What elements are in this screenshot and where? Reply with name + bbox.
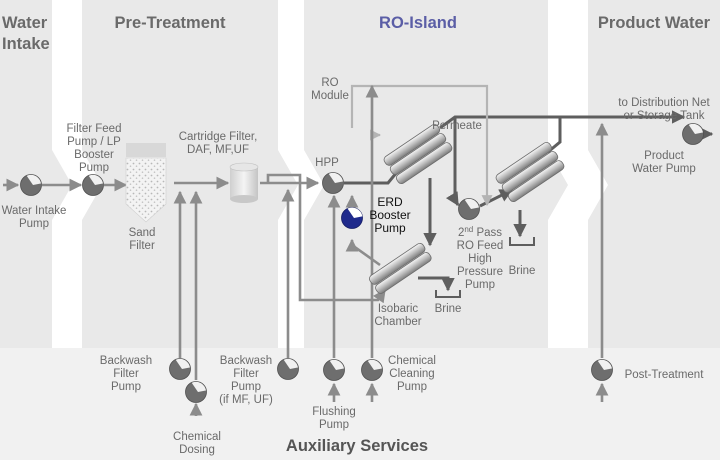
label-sand-filter-1: Sand (129, 227, 156, 239)
label-ro-module-2: Module (311, 90, 349, 102)
label-second-pass-2: RO Feed (457, 240, 504, 252)
label-cleaning-2: Cleaning (389, 368, 434, 380)
label-ro-module-1: RO (321, 77, 338, 89)
heading-water-intake-line1: Water (2, 14, 48, 32)
label-backwash-mf-2: Filter (233, 368, 259, 380)
label-backwash-filter-1: Backwash (100, 355, 152, 367)
heading-pre-treatment: Pre-Treatment (115, 14, 226, 32)
label-chemical-dosing-2: Dosing (179, 444, 215, 456)
heading-water-intake-line2: Intake (2, 35, 50, 53)
label-cleaning-3: Pump (397, 381, 427, 393)
label-product-pump-1: Product (644, 150, 684, 162)
label-second-pass-1: 2nd Pass (458, 225, 502, 239)
heading-product-water: Product Water (598, 14, 711, 32)
label-backwash-mf-4: (if MF, UF) (219, 394, 273, 406)
label-chemical-dosing-1: Chemical (173, 431, 221, 443)
hpp-pump-icon (322, 172, 344, 194)
brine-basin-icon (435, 290, 461, 298)
label-erd-3: Pump (374, 221, 406, 235)
label-distribution-2: or Storage Tank (624, 110, 705, 122)
cartridge-filter-icon (229, 162, 259, 203)
label-water-intake-pump-2: Pump (19, 218, 49, 230)
label-backwash-mf-1: Backwash (220, 355, 272, 367)
label-second-pass-4: Pressure (457, 266, 503, 278)
label-hpp: HPP (315, 157, 339, 169)
labels: Water Intake Pump Filter Feed Pump / LP … (2, 77, 711, 456)
label-filter-feed-4: Pump (79, 162, 109, 174)
label-second-pass-5: Pump (465, 279, 495, 291)
backwash-mf-pump-icon (277, 358, 299, 380)
brine-basin-upper-icon (509, 237, 535, 246)
label-distribution-1: to Distribution Net (618, 97, 710, 109)
label-cartridge-2: DAF, MF,UF (187, 144, 249, 156)
second-pass-pump-icon (458, 198, 480, 220)
label-brine-lower: Brine (435, 303, 462, 315)
filter-feed-pump-icon (82, 174, 104, 196)
label-backwash-filter-3: Pump (111, 381, 141, 393)
label-backwash-filter-2: Filter (113, 368, 139, 380)
label-backwash-mf-3: Pump (231, 381, 261, 393)
auxiliary-pipes (173, 84, 609, 416)
section-bg-pre-treatment (82, 0, 298, 348)
product-water-pump-icon (682, 123, 704, 145)
label-erd-2: Booster (369, 208, 410, 222)
section-bg-water-intake (0, 0, 72, 348)
label-filter-feed-2: Pump / LP (67, 136, 121, 148)
water-intake-pump-icon (20, 174, 42, 196)
section-bg-product-water (588, 0, 720, 348)
heading-ro-island: RO-Island (379, 14, 457, 32)
main-flow-pipes (3, 84, 714, 304)
label-filter-feed-3: Booster (74, 149, 114, 161)
sand-filter-icon (125, 143, 167, 223)
post-treatment-pump-icon (591, 359, 613, 381)
label-post-treatment: Post-Treatment (625, 369, 705, 381)
label-cleaning-1: Chemical (388, 355, 436, 367)
label-isobaric-1: Isobaric (378, 303, 419, 315)
label-water-intake-pump-1: Water Intake (2, 205, 67, 217)
flushing-pump-icon (323, 359, 345, 381)
label-brine-upper: Brine (509, 265, 536, 277)
backwash-filter-pump-icon (169, 358, 191, 380)
label-sand-filter-2: Filter (129, 240, 155, 252)
chemical-cleaning-pump-icon (361, 359, 383, 381)
label-flushing-1: Flushing (312, 406, 355, 418)
label-product-pump-2: Water Pump (632, 163, 695, 175)
label-filter-feed-1: Filter Feed (67, 123, 122, 135)
label-erd-1: ERD (377, 195, 403, 209)
label-cartridge-1: Cartridge Filter, (179, 131, 258, 143)
label-second-pass-3: High (468, 253, 492, 265)
heading-auxiliary-services: Auxiliary Services (286, 437, 428, 455)
label-permeate: Permeate (432, 120, 482, 132)
label-flushing-2: Pump (319, 419, 349, 431)
label-isobaric-2: Chamber (374, 316, 421, 328)
chemical-dosing-pump-icon (185, 381, 207, 403)
erd-booster-pump-icon (341, 207, 363, 229)
